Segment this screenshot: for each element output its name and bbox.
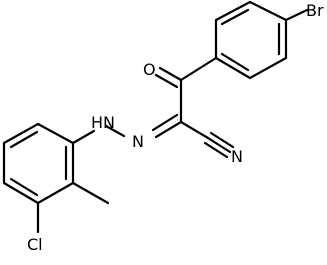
bond-n-n [104, 124, 126, 138]
bond-c-n-double-2 [151, 113, 179, 132]
hydrazone-nh-label: HN [91, 113, 115, 132]
bond-ring2-d-inner [9, 177, 39, 197]
nitrile-nitrogen-label: N [231, 147, 243, 166]
bond-ring1-b [214, 0, 252, 22]
bond-ring1-d-inner [220, 52, 250, 72]
bond-c-n-double-1 [154, 120, 183, 139]
imine-nitrogen-label: N [132, 132, 144, 151]
bond-methyl [71, 181, 110, 205]
bond-c-o-2 [154, 73, 179, 89]
bond-ring1-d [214, 56, 252, 80]
bonds [2, 0, 309, 234]
bond-ring1-b-inner [220, 8, 250, 26]
bond-ring2-e [36, 181, 75, 205]
bond-ring1-a [248, 0, 288, 22]
bond-c-o-1 [158, 66, 183, 82]
bond-ring2-b-inner [9, 130, 39, 149]
bond-ring2-b [2, 122, 40, 145]
bond-ring1-carbonyl [179, 56, 218, 82]
bond-cn-triple-1 [206, 136, 232, 154]
chlorine-label: Cl [27, 235, 43, 254]
bond-alpha-cn [179, 120, 210, 140]
bond-ring1-e [248, 56, 288, 80]
bond-cn-triple-3 [203, 141, 229, 159]
oxygen-label: O [143, 60, 156, 79]
atom-labels: Br O N HN N Cl [27, 1, 324, 254]
bond-nh-ring2 [71, 129, 96, 145]
bond-c-br [284, 8, 309, 22]
bond-ring2-d [2, 181, 40, 205]
bond-ring2-a [36, 122, 75, 145]
bond-cn-triple-2 [209, 131, 235, 149]
bromine-label: Br [306, 1, 324, 20]
